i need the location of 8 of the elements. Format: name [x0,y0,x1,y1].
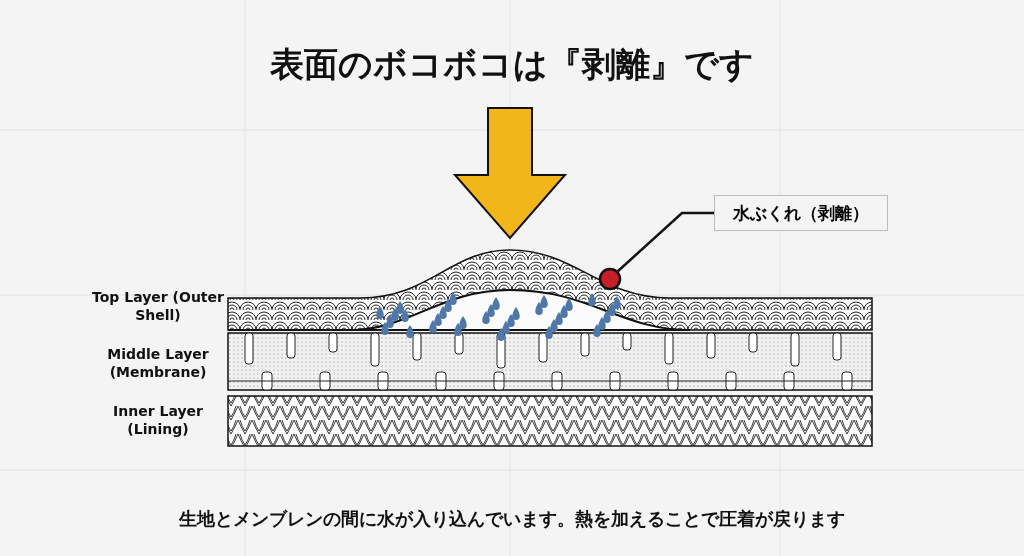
layer-label: Inner Layer (Lining) [112,402,204,438]
leader-line [616,211,714,273]
marker-dot [598,267,622,291]
caption: 生地とメンブレンの間に水が入り込んでいます。熱を加えることで圧着が戻ります [178,507,846,531]
layer-label: Middle Layer (Membrane) [106,345,210,381]
title: 表面のボコボコは『剥離』です [269,43,755,86]
callout-box: 水ぶくれ（剥離） [714,195,888,231]
layer-label: Top Layer (Outer Shell) [91,288,225,324]
